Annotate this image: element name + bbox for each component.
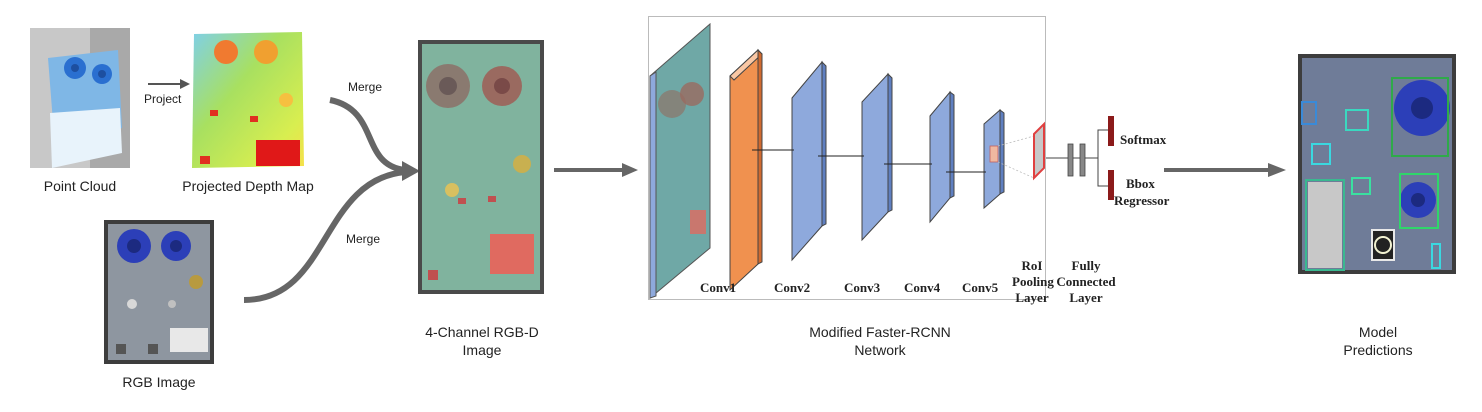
roi-label-line2: Pooling: [1012, 274, 1054, 289]
predictions-image: [1298, 54, 1456, 274]
softmax-label: Softmax: [1120, 132, 1167, 147]
network-frame: [648, 16, 1046, 300]
fc-label-line1: Fully: [1071, 258, 1101, 273]
bbox-label-line1: Bbox: [1126, 176, 1155, 191]
predictions-label-line2: Predictions: [1343, 342, 1413, 358]
rgbd-label-line2: Image: [462, 342, 502, 358]
conv5-label: Conv5: [962, 280, 999, 295]
depth-map-image: [190, 30, 306, 170]
rgb-graphic: [108, 224, 210, 360]
fc-label-line3: Layer: [1069, 290, 1103, 305]
rgbd-graphic: [422, 44, 540, 290]
fc-layer-block: [1046, 129, 1108, 187]
depth-map-label: Projected Depth Map: [182, 178, 314, 194]
point-cloud-label: Point Cloud: [43, 178, 117, 194]
softmax-bar: [1108, 116, 1114, 146]
rgb-image: [104, 220, 214, 364]
bbox-label-line2: Regressor: [1114, 193, 1170, 208]
merge-bottom-label: Merge: [346, 232, 381, 246]
predictions-label-line1: Model: [1358, 324, 1398, 340]
conv1-label: Conv1: [700, 280, 737, 295]
roi-label-line1: RoI: [1021, 258, 1043, 273]
fc-label-line2: Connected: [1056, 274, 1116, 289]
merge-top-label: Merge: [348, 80, 383, 94]
rgbd-image: [418, 40, 544, 294]
network-label-line2: Network: [854, 342, 906, 358]
depth-map-graphic: [192, 32, 304, 168]
point-cloud-graphic: [30, 28, 130, 168]
rgb-label: RGB Image: [122, 374, 196, 390]
point-cloud-image: [30, 28, 130, 168]
network-label-line1: Modified Faster-RCNN: [809, 324, 951, 340]
project-label: Project: [144, 92, 182, 106]
predictions-graphic: [1301, 58, 1452, 271]
conv4-label: Conv4: [904, 280, 941, 295]
conv2-label: Conv2: [774, 280, 811, 295]
rgbd-label-line1: 4-Channel RGB-D: [425, 324, 539, 340]
roi-label-line3: Layer: [1015, 290, 1049, 305]
conv3-label: Conv3: [844, 280, 881, 295]
